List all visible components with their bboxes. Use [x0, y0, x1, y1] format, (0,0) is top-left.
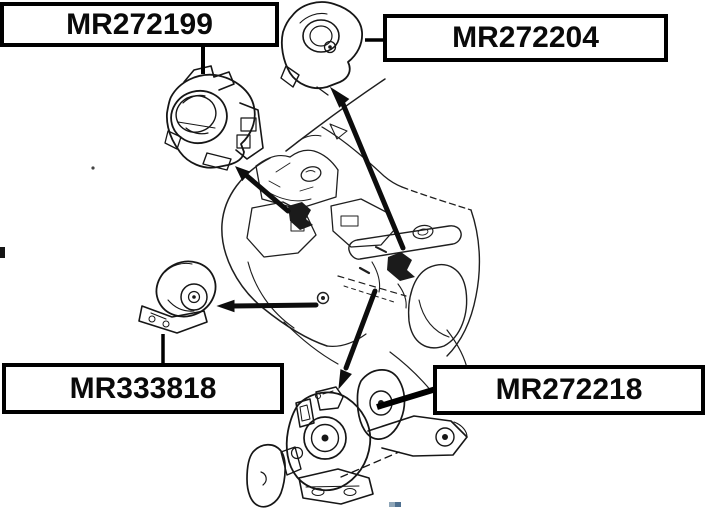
callout-box-mr272218: MR272218 — [433, 365, 705, 415]
part-number-label: MR272204 — [452, 21, 599, 54]
part-drawing-mr272204 — [280, 1, 363, 96]
edge-mark — [0, 247, 5, 258]
part-number-label: MR272199 — [66, 7, 213, 41]
engine-mount-location-left — [288, 202, 313, 230]
blue-artifact-light — [389, 502, 395, 507]
speck — [91, 166, 95, 170]
scan-artifacts — [0, 166, 401, 507]
engine-mount-location-right — [387, 252, 415, 281]
part-number-label: MR272218 — [495, 373, 643, 406]
callout-box-mr272204: MR272204 — [383, 14, 668, 62]
callout-box-mr333818: MR333818 — [2, 363, 284, 414]
pointer-arrows — [216, 86, 406, 390]
arrow-to-mr333818 — [216, 299, 319, 313]
arrow-to-mr272204 — [329, 86, 406, 251]
callout-box-mr272199: MR272199 — [0, 2, 279, 47]
arrow-to-mr272199 — [235, 166, 291, 214]
blue-artifact-dark — [395, 502, 401, 507]
callout-connectors — [161, 38, 437, 410]
part-number-label: MR333818 — [69, 371, 217, 405]
part-drawing-mr272199 — [164, 65, 264, 171]
arrow-to-mr272218 — [338, 288, 378, 390]
connector-mr272218 — [376, 386, 437, 410]
part-drawing-mr333818 — [138, 260, 217, 334]
